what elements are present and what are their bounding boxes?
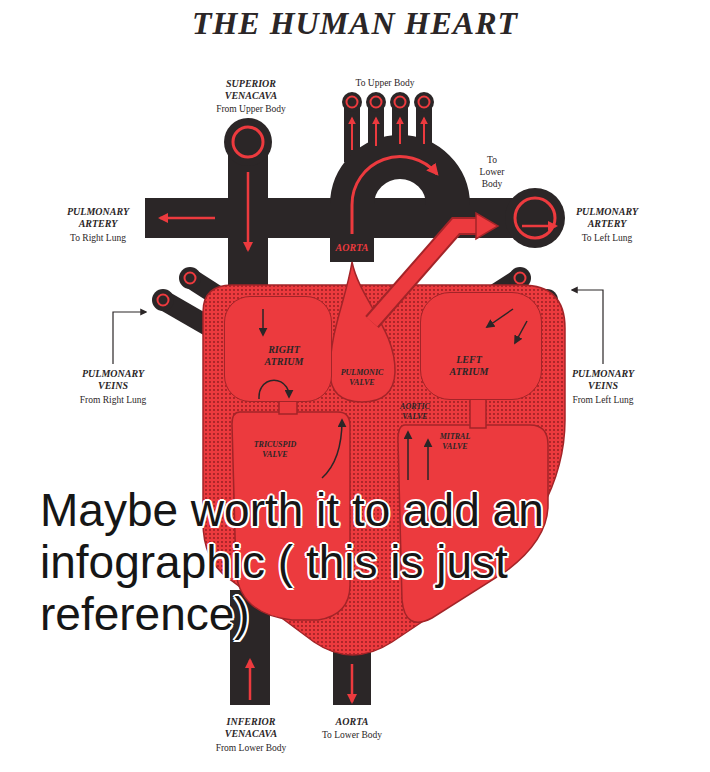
flow-arrow xyxy=(322,420,342,478)
flow-arrow xyxy=(352,157,437,234)
chamber-name: RIGHT ATRIUM xyxy=(256,344,312,368)
label-holder: To Left Lung xyxy=(562,232,652,244)
vessel-ring xyxy=(419,97,430,108)
valve-name: PULMONIC VALVE xyxy=(335,368,389,388)
flow-arrow xyxy=(427,440,429,480)
vessel-name: PULMONARY ARTERY xyxy=(565,206,649,230)
flow-note: From Right Lung xyxy=(63,394,163,406)
valve-name: MITRAL VALVE xyxy=(432,432,478,452)
label-holder: TRICUSPID VALVE xyxy=(244,440,306,460)
vessel-end xyxy=(179,267,201,289)
vessel-ring xyxy=(515,198,555,238)
label-holder: From Left Lung xyxy=(553,394,653,406)
label-holder: Maybe worth it to add an infographic ( t… xyxy=(40,484,640,640)
vessel-name: INFERIOR VENACAVA xyxy=(209,716,293,740)
label-holder: MITRAL VALVE xyxy=(432,432,478,452)
label-holder: INFERIOR VENACAVA xyxy=(209,716,293,740)
flow-note: To Right Lung xyxy=(53,232,143,244)
flow-note: To Lower Body xyxy=(307,729,397,741)
vessel-ring xyxy=(158,295,169,306)
flow-arrow xyxy=(160,217,215,220)
flow-arrow xyxy=(399,118,401,144)
flow-note: From Upper Body xyxy=(201,103,301,115)
label-holder: From Upper Body xyxy=(201,103,301,115)
flow-note: To Upper Body xyxy=(330,77,440,89)
flow-note: To Left Lung xyxy=(562,232,652,244)
valve-name: TRICUSPID VALVE xyxy=(244,440,306,460)
leader-arrow xyxy=(572,290,603,364)
heart-chamber: RIGHT ATRIUM xyxy=(224,296,332,402)
flow-note: From Left Lung xyxy=(553,394,653,406)
flow-arrow xyxy=(522,225,556,228)
label-holder: PULMONIC VALVE xyxy=(335,368,389,388)
leader-arrow xyxy=(113,312,146,364)
vessel-end xyxy=(414,92,434,112)
flow-arrow xyxy=(249,660,252,700)
flow-arrow xyxy=(423,118,425,144)
heart-chamber: LEFT ATRIUM xyxy=(420,292,542,400)
label-holder: AORTIC VALVE xyxy=(394,402,436,422)
vessel-name: AORTA xyxy=(322,716,382,728)
mitral-valve xyxy=(470,398,486,428)
vessel-end xyxy=(505,188,565,248)
flow-arrow xyxy=(375,118,377,146)
chamber-name: LEFT ATRIUM xyxy=(441,354,497,378)
label-holder: PULMONARY VEINS xyxy=(561,368,645,392)
title-holder: THE HUMAN HEART xyxy=(0,4,710,42)
flow-note: To Lower Body xyxy=(476,154,508,190)
vessel-name: PULMONARY VEINS xyxy=(71,368,155,392)
label-holder: PULMONARY VEINS xyxy=(71,368,155,392)
flow-arrow xyxy=(515,321,527,343)
vessel-end xyxy=(366,92,386,112)
label-holder: PULMONARY ARTERY xyxy=(56,206,140,230)
chamber-arrows xyxy=(421,293,543,401)
pulmonic-valve xyxy=(330,262,395,402)
flow-arrow xyxy=(262,309,264,335)
flow-arrow xyxy=(351,118,353,150)
vessel-ring xyxy=(233,127,263,157)
flow-arrow xyxy=(247,172,250,250)
label-holder: AORTA xyxy=(322,716,382,728)
vessel-name: AORTA xyxy=(330,242,374,254)
label-holder: To Lower Body xyxy=(307,729,397,741)
vessel-ring xyxy=(185,273,196,284)
label-holder: From Lower Body xyxy=(201,742,301,754)
vessel-ring xyxy=(515,273,526,284)
title: THE HUMAN HEART xyxy=(0,4,710,42)
flow-arrow xyxy=(487,309,513,327)
flow-arrow xyxy=(407,432,409,480)
vessel-end xyxy=(152,289,174,311)
vessel-ring xyxy=(347,97,358,108)
label-holder: PULMONARY ARTERY xyxy=(565,206,649,230)
vessel-end xyxy=(342,92,362,112)
vessel-ring xyxy=(371,97,382,108)
vessel-name: SUPERIOR VENACAVA xyxy=(209,78,293,102)
flow-arrow xyxy=(259,380,289,399)
label-holder: To Upper Body xyxy=(330,77,440,89)
label-holder: To Right Lung xyxy=(53,232,143,244)
flow-note: From Lower Body xyxy=(201,742,301,754)
vessel-ring xyxy=(395,97,406,108)
vessel-name: PULMONARY ARTERY xyxy=(56,206,140,230)
label-holder: AORTA xyxy=(330,242,374,254)
valve-name: AORTIC VALVE xyxy=(394,402,436,422)
label-holder: SUPERIOR VENACAVA xyxy=(209,78,293,102)
flow-arrow xyxy=(351,664,354,702)
label-holder: From Right Lung xyxy=(63,394,163,406)
vessel-name: PULMONARY VEINS xyxy=(561,368,645,392)
overlay-note: Maybe worth it to add an infographic ( t… xyxy=(40,484,640,640)
vessel-end xyxy=(224,118,272,166)
vessel-end xyxy=(390,92,410,112)
label-holder: To Lower Body xyxy=(476,154,508,190)
pulmonary-trunk-head xyxy=(476,213,498,239)
